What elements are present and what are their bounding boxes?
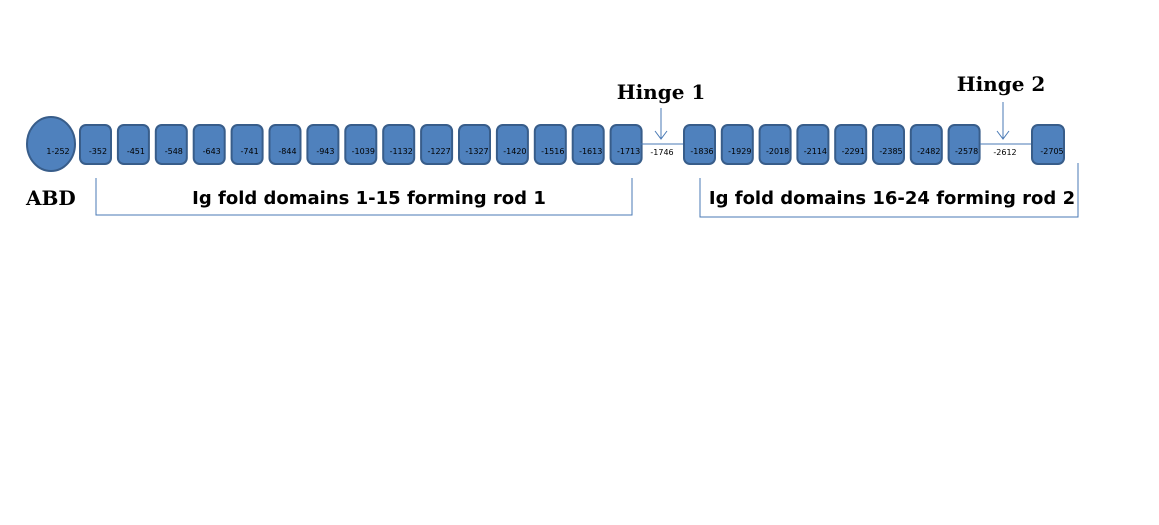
domain-label-rod2-2: -1929 bbox=[728, 147, 751, 156]
domain-box-rod2-7: -2482 bbox=[909, 124, 943, 165]
domain-box-rod1-3: -548 bbox=[154, 124, 188, 165]
domain-label-rod1-9: -1132 bbox=[390, 147, 413, 156]
abd-domain: 1-252 bbox=[26, 116, 76, 172]
hinge1-linker-label: -1746 bbox=[650, 148, 673, 157]
rod1-label: Ig fold domains 1-15 forming rod 1 bbox=[192, 188, 546, 209]
domain-label-rod2-5: -2291 bbox=[842, 147, 865, 156]
domain-box-rod1-2: -451 bbox=[116, 124, 150, 165]
domain-label-rod1-13: -1516 bbox=[541, 147, 564, 156]
domain-label-rod1-14: -1613 bbox=[579, 147, 602, 156]
hinge1-arrow bbox=[654, 108, 668, 140]
domain-box-rod1-5: -741 bbox=[230, 124, 264, 165]
domain-box-final: -2705 bbox=[1031, 124, 1065, 165]
hinge1-label: Hinge 1 bbox=[617, 80, 706, 104]
domain-label-rod2-8: -2578 bbox=[955, 147, 978, 156]
rod1-domains: -352 -451 -548 -643 -741 -844 -943 -1039 -1132 -1… bbox=[79, 124, 643, 165]
domain-label-rod1-3: -548 bbox=[165, 147, 183, 156]
domain-label-rod2-4: -2114 bbox=[804, 147, 827, 156]
domain-label-rod1-8: -1039 bbox=[352, 147, 375, 156]
abd-domain-label: 1-252 bbox=[46, 147, 69, 156]
domain-label-rod2-6: -2385 bbox=[879, 147, 902, 156]
hinge2-label: Hinge 2 bbox=[957, 72, 1046, 96]
domain-box-rod2-5: -2291 bbox=[834, 124, 868, 165]
domain-box-rod1-11: -1327 bbox=[458, 124, 491, 165]
domain-box-rod2-4: -2114 bbox=[796, 124, 830, 165]
rod1-bracket bbox=[95, 178, 633, 216]
domain-box-rod2-6: -2385 bbox=[872, 124, 905, 165]
domain-box-rod1-10: -1227 bbox=[420, 124, 454, 165]
domain-box-rod1-15: -1713 bbox=[609, 124, 643, 165]
domain-label-rod1-1: -352 bbox=[89, 147, 107, 156]
domain-box-rod1-1: -352 bbox=[79, 124, 112, 165]
final-domain-label: -2705 bbox=[1040, 147, 1063, 156]
rod2-label: Ig fold domains 16-24 forming rod 2 bbox=[709, 188, 1075, 209]
abd-label: ABD bbox=[25, 186, 76, 210]
domain-box-rod1-14: -1613 bbox=[571, 124, 605, 165]
domain-label-rod2-3: -2018 bbox=[766, 147, 789, 156]
hinge2-linker-label: -2612 bbox=[993, 148, 1016, 157]
domain-label-rod1-15: -1713 bbox=[617, 147, 640, 156]
domain-box-rod2-2: -1929 bbox=[720, 124, 754, 165]
rod2-domains: -1836 -1929 -2018 -2114 -2291 -2385 -2482 -2578 bbox=[683, 124, 981, 165]
domain-box-rod1-12: -1420 bbox=[495, 124, 529, 165]
domain-box-rod1-7: -943 bbox=[306, 124, 340, 165]
domain-box-rod2-3: -2018 bbox=[758, 124, 792, 165]
domain-box-rod1-13: -1516 bbox=[533, 124, 567, 165]
domain-label-rod1-5: -741 bbox=[241, 147, 259, 156]
domain-label-rod1-4: -643 bbox=[203, 147, 221, 156]
hinge2-arrow bbox=[996, 102, 1010, 140]
domain-box-rod2-1: -1836 bbox=[683, 124, 716, 165]
domain-box-rod1-8: -1039 bbox=[344, 124, 378, 165]
domain-label-rod1-6: -844 bbox=[278, 147, 296, 156]
domain-box-rod1-9: -1132 bbox=[382, 124, 416, 165]
domain-label-rod1-10: -1227 bbox=[427, 147, 450, 156]
domain-label-rod1-2: -451 bbox=[127, 147, 145, 156]
domain-box-rod1-6: -844 bbox=[268, 124, 302, 165]
domain-label-rod1-11: -1327 bbox=[465, 147, 488, 156]
domain-box-rod1-4: -643 bbox=[192, 124, 226, 165]
domain-label-rod2-1: -1836 bbox=[690, 147, 713, 156]
rod2-bracket bbox=[699, 163, 1079, 218]
domain-label-rod1-12: -1420 bbox=[503, 147, 526, 156]
domain-box-rod2-8: -2578 bbox=[947, 124, 981, 165]
domain-label-rod2-7: -2482 bbox=[917, 147, 940, 156]
domain-label-rod1-7: -943 bbox=[316, 147, 334, 156]
